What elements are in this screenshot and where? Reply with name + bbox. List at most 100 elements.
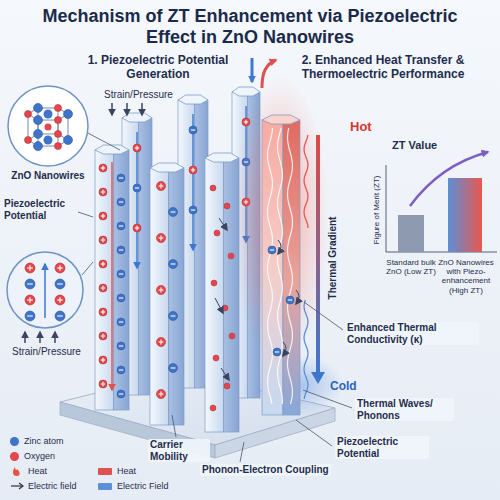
charge-sign [136,146,137,150]
oxygen-atom [224,203,230,209]
negative-charge [117,270,125,278]
charge-sign [119,273,123,274]
bar-low [398,215,424,252]
charge-sign [119,297,123,298]
charge-sign [192,168,193,172]
charge-sign [102,358,103,362]
callout-label: Phonon-Electron Coupling [200,464,331,476]
category-label: ZnO Nanowires with Piezo-enhancement (Hi… [436,258,496,295]
charge-sign [119,369,123,370]
positive-charge [99,356,107,364]
oxygen-atom [210,405,216,411]
positive-charge [99,164,107,172]
charge-sign [171,263,176,264]
zinc-atom [34,116,43,125]
negative-charge [55,311,65,321]
legend-item: Heat [98,466,136,476]
negative-charge [117,342,125,350]
strain-label: Strain/Pressure [104,89,173,101]
charge-sign [275,351,279,352]
category-label: Standard bulk ZnO (Low ZT) [384,258,438,276]
charge-sign [119,393,123,394]
charge-sign [136,226,137,230]
leader-line [304,302,343,330]
nanowire-face [169,168,184,425]
phonon-wave [304,300,308,399]
oxygen-atom [25,111,32,118]
negative-charge [117,294,125,302]
negative-charge [117,366,125,374]
leader-line [82,262,93,275]
section-heading: 2. Enhanced Heat Transfer & Thermoelectr… [278,54,488,82]
lattice-bond [28,114,29,140]
callout-label: Thermal Waves/ Phonons [355,398,454,421]
charge-sign [171,367,176,368]
charge-sign [102,214,103,218]
oxygen-atom [210,185,216,191]
legend-text: Electric field [28,481,77,491]
thermal-wave [278,128,283,404]
charge-sign [135,187,139,188]
strain-arrow [54,332,56,343]
positive-charge [157,234,166,243]
negative-charge [117,222,125,230]
positive-charge [99,260,107,268]
callout-label: Piezoelectric Potential [335,436,429,459]
charge-sign [160,392,161,397]
zinc-atom [64,136,73,145]
nanowire-face [95,150,114,410]
legend-text: Heat [117,466,136,476]
negative-charge [189,206,197,214]
negative-charge [189,126,197,134]
charge-sign [102,238,103,242]
hot-label: Hot [350,120,372,135]
charge-sign [59,265,60,271]
leader-line [78,212,93,217]
gradient-label: Thermal Gradient [327,217,339,300]
strain-arrow [24,332,26,343]
thermal-wave [268,128,273,404]
leader-line [172,415,176,437]
oxygen-atom [55,104,62,111]
nanowire-face [114,150,129,410]
oxygen-atom [224,383,230,389]
strain-arrow [111,103,113,115]
title: Mechanism of ZT Enhancement via Piezoele… [20,6,480,47]
nanowire-face [262,120,283,415]
negative-charge [55,279,65,289]
negative-charge [117,198,125,206]
negative-charge [268,246,276,254]
thermal-gradient-head [311,372,325,384]
negative-charge [117,174,125,182]
positive-charge [99,188,107,196]
negative-charge [133,184,141,192]
charge-sign [59,297,60,303]
flame-shape [13,467,20,476]
callout-label: Piezoelectric Potential [4,198,76,221]
oxygen-atom [229,333,235,339]
nanowire-array [95,115,308,432]
legend-item: Electric field [10,481,77,491]
positive-charge [99,236,107,244]
thermal-wave [288,128,293,404]
crystal-inset: ZnO Nanowires [6,84,90,181]
legend-text: Oxygen [24,451,55,461]
charge-sign [102,166,103,170]
positive-charge [157,182,166,191]
zinc-atom [44,110,53,119]
negative-charge [169,312,178,321]
charge-sign [102,310,103,314]
legend-item: Oxygen [10,451,55,461]
electron-path [296,290,299,304]
positive-charge [157,390,166,399]
field-arrow [136,132,137,268]
charge-sign [119,201,123,202]
oxygen-atom [222,305,228,311]
charge-sign [119,321,123,322]
negative-charge [169,208,178,217]
cold-label: Cold [330,380,357,394]
charge-sign [102,286,103,290]
inset-label: ZnO Nanowires [11,170,84,181]
electron-path [283,342,286,356]
arrow-head [19,483,23,489]
